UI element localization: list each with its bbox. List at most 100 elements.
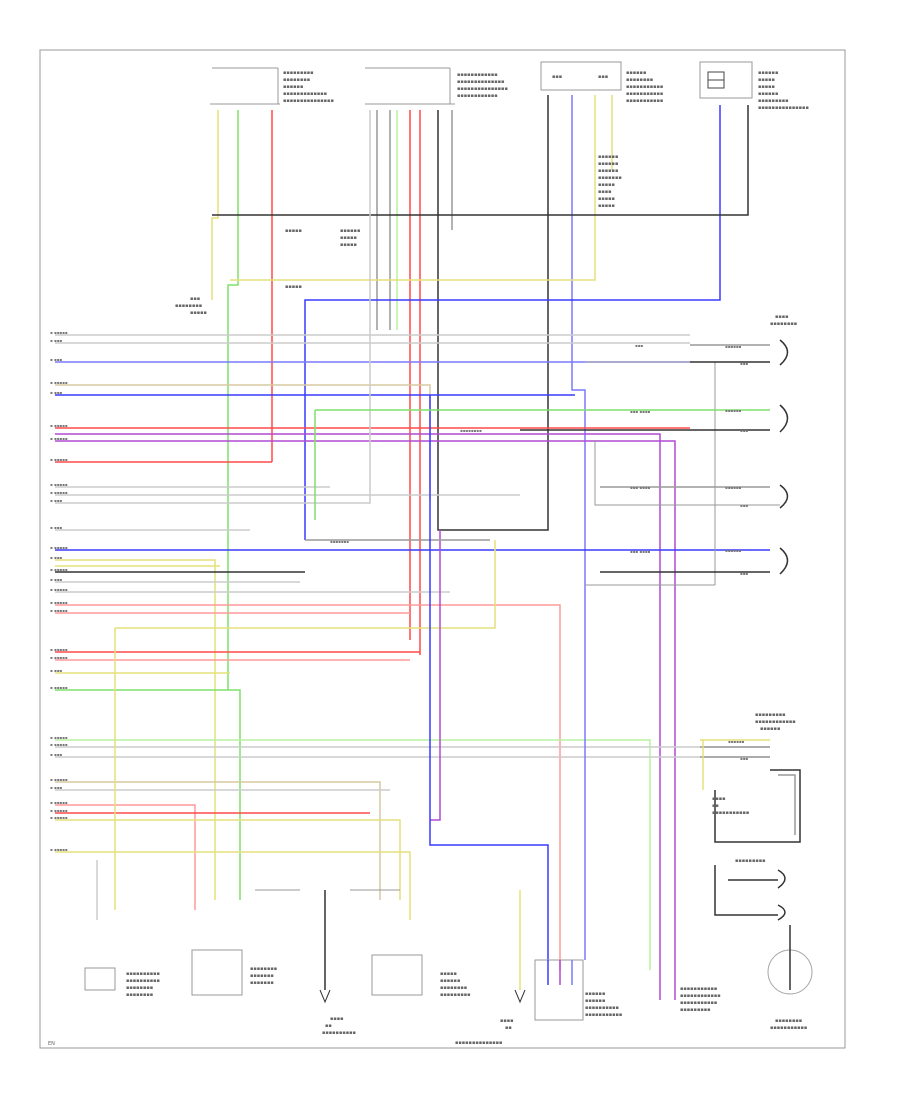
svg-text:▪▪▪▪▪: ▪▪▪▪▪ <box>340 242 357 248</box>
svg-text:▪▪▪▪▪▪: ▪▪▪▪▪▪ <box>626 70 646 76</box>
svg-text:▪▪▪▪▪▪▪▪▪▪▪: ▪▪▪▪▪▪▪▪▪▪▪ <box>626 91 663 97</box>
bottom-component-6: ▪▪▪▪▪▪▪▪▪▪▪ ▪▪▪▪▪▪▪▪▪▪▪▪ ▪▪▪▪▪▪▪▪▪▪▪ ▪▪▪… <box>680 986 721 1013</box>
svg-text:▪▪▪▪▪: ▪▪▪▪▪ <box>285 284 302 290</box>
svg-text:▪▪▪▪: ▪▪▪▪ <box>500 1018 514 1024</box>
svg-text:▪▪▪: ▪▪▪ <box>635 343 643 348</box>
top-labels: ▪▪▪▪▪ ▪▪▪▪▪▪ ▪▪▪▪▪ ▪▪▪▪▪ ▪▪▪ ▪▪▪▪▪▪▪▪ ▪▪… <box>175 154 622 316</box>
svg-text:▪▪▪▪▪▪▪▪▪▪▪: ▪▪▪▪▪▪▪▪▪▪▪ <box>626 98 663 104</box>
svg-text:▪ ▪▪▪: ▪ ▪▪▪ <box>50 390 62 395</box>
svg-text:▪▪▪▪▪▪: ▪▪▪▪▪▪ <box>725 344 742 349</box>
svg-text:▪▪▪▪▪▪: ▪▪▪▪▪▪ <box>725 548 742 553</box>
svg-text:▪ ▪▪▪: ▪ ▪▪▪ <box>50 752 62 757</box>
svg-text:▪▪▪▪▪▪▪▪▪▪: ▪▪▪▪▪▪▪▪▪▪ <box>322 1030 356 1036</box>
svg-text:▪ ▪▪▪▪▪: ▪ ▪▪▪▪▪ <box>50 655 68 660</box>
svg-text:▪▪▪▪▪▪▪▪▪▪▪: ▪▪▪▪▪▪▪▪▪▪▪ <box>680 1000 717 1006</box>
svg-text:▪ ▪▪▪▪▪: ▪ ▪▪▪▪▪ <box>50 545 68 550</box>
svg-text:▪▪▪▪▪▪▪▪▪▪▪▪▪: ▪▪▪▪▪▪▪▪▪▪▪▪▪ <box>283 91 327 97</box>
bottom-component-4: ▪▪▪▪▪ ▪▪▪▪▪▪ ▪▪▪▪▪▪▪▪ ▪▪▪▪▪▪▪▪▪ <box>371 954 471 998</box>
svg-text:▪▪▪▪▪: ▪▪▪▪▪ <box>598 182 615 188</box>
svg-text:▪ ▪▪▪▪▪: ▪ ▪▪▪▪▪ <box>50 808 68 813</box>
svg-text:▪▪▪▪▪▪▪▪▪▪▪: ▪▪▪▪▪▪▪▪▪▪▪ <box>680 986 717 992</box>
svg-text:▪▪▪▪▪▪: ▪▪▪▪▪▪ <box>758 91 778 97</box>
svg-text:▪▪▪ ▪▪▪▪: ▪▪▪ ▪▪▪▪ <box>630 549 651 554</box>
svg-text:▪▪▪▪▪▪▪▪▪▪▪: ▪▪▪▪▪▪▪▪▪▪▪ <box>770 1025 807 1031</box>
svg-text:▪▪▪▪▪▪: ▪▪▪▪▪▪ <box>725 485 742 490</box>
svg-text:▪ ▪▪▪▪▪: ▪ ▪▪▪▪▪ <box>50 647 68 652</box>
bottom-component-5: ▪▪▪▪▪▪ ▪▪▪▪▪▪ ▪▪▪▪▪▪▪▪▪▪ ▪▪▪▪▪▪▪▪▪▪▪ <box>534 959 622 1021</box>
svg-text:▪▪▪▪: ▪▪▪▪ <box>330 1016 344 1022</box>
svg-text:▪▪▪▪▪▪▪▪▪▪▪▪: ▪▪▪▪▪▪▪▪▪▪▪▪ <box>457 72 498 78</box>
svg-text:▪▪▪▪▪▪▪▪▪: ▪▪▪▪▪▪▪▪▪ <box>680 1007 711 1013</box>
svg-text:▪▪▪▪▪▪▪▪: ▪▪▪▪▪▪▪▪ <box>250 966 277 972</box>
svg-text:▪▪▪: ▪▪▪ <box>740 428 748 433</box>
svg-text:▪▪▪▪▪▪: ▪▪▪▪▪▪ <box>440 978 460 984</box>
svg-text:▪▪▪▪▪▪▪▪▪▪▪▪: ▪▪▪▪▪▪▪▪▪▪▪▪ <box>457 93 498 99</box>
vertical-wires <box>211 95 749 690</box>
svg-text:▪ ▪▪▪▪▪: ▪ ▪▪▪▪▪ <box>50 600 68 605</box>
svg-text:▪▪▪▪▪▪▪▪: ▪▪▪▪▪▪▪▪ <box>175 303 202 309</box>
svg-text:▪▪▪▪▪▪▪▪▪▪: ▪▪▪▪▪▪▪▪▪▪ <box>585 1005 619 1011</box>
svg-text:▪▪▪▪▪▪▪▪▪▪: ▪▪▪▪▪▪▪▪▪▪ <box>126 978 160 984</box>
svg-text:▪▪▪▪▪: ▪▪▪▪▪ <box>758 84 775 90</box>
svg-text:▪▪▪▪: ▪▪▪▪ <box>598 189 612 195</box>
svg-text:▪▪▪▪▪▪: ▪▪▪▪▪▪ <box>585 998 605 1004</box>
svg-text:▪▪▪▪▪▪▪▪: ▪▪▪▪▪▪▪▪ <box>775 1018 802 1024</box>
svg-text:▪▪▪▪▪▪▪▪▪▪▪▪▪▪▪: ▪▪▪▪▪▪▪▪▪▪▪▪▪▪▪ <box>457 86 508 92</box>
svg-text:▪▪▪▪▪▪▪▪: ▪▪▪▪▪▪▪▪ <box>126 992 153 998</box>
top-connector-2: ▪▪▪▪▪▪▪▪▪▪▪▪ ▪▪▪▪▪▪▪▪▪▪▪▪▪▪ ▪▪▪▪▪▪▪▪▪▪▪▪… <box>365 67 508 105</box>
svg-text:▪▪▪▪▪▪: ▪▪▪▪▪▪ <box>598 168 618 174</box>
svg-text:▪▪▪▪▪: ▪▪▪▪▪ <box>598 203 615 209</box>
bottom-ground: ▪▪▪▪ ▪▪ ▪▪▪▪▪▪▪▪▪▪▪▪▪▪ <box>455 989 526 1046</box>
right-injector-labels: ▪▪▪▪ ▪▪▪▪▪▪▪▪ ▪▪▪▪▪▪ ▪▪▪ ▪▪▪▪▪▪ ▪▪▪ ▪▪▪▪… <box>330 314 797 576</box>
svg-text:▪▪▪: ▪▪▪ <box>598 74 608 80</box>
svg-text:▪▪: ▪▪ <box>505 1025 512 1031</box>
svg-text:▪ ▪▪▪▪▪: ▪ ▪▪▪▪▪ <box>50 330 68 335</box>
svg-text:▪▪▪▪▪▪: ▪▪▪▪▪▪ <box>283 84 303 90</box>
svg-text:▪▪▪▪▪▪▪: ▪▪▪▪▪▪▪ <box>598 175 622 181</box>
svg-text:▪▪▪▪▪▪▪: ▪▪▪▪▪▪▪ <box>330 539 349 544</box>
svg-text:▪▪▪: ▪▪▪ <box>740 503 748 508</box>
svg-text:▪▪▪▪▪▪▪▪▪▪▪▪: ▪▪▪▪▪▪▪▪▪▪▪▪ <box>755 719 796 725</box>
svg-text:▪▪▪▪▪▪▪▪: ▪▪▪▪▪▪▪▪ <box>440 985 467 991</box>
svg-text:▪ ▪▪▪▪▪: ▪ ▪▪▪▪▪ <box>50 457 68 462</box>
svg-text:▪▪: ▪▪ <box>712 803 719 809</box>
svg-text:▪▪▪: ▪▪▪ <box>740 571 748 576</box>
right-lower-sensor <box>700 739 813 995</box>
svg-text:▪▪▪▪▪▪▪▪: ▪▪▪▪▪▪▪▪ <box>770 321 797 327</box>
svg-text:▪ ▪▪▪: ▪ ▪▪▪ <box>50 525 62 530</box>
svg-text:▪▪▪▪▪▪▪▪▪▪▪▪: ▪▪▪▪▪▪▪▪▪▪▪▪ <box>680 993 721 999</box>
svg-text:▪▪▪▪▪▪: ▪▪▪▪▪▪ <box>340 228 360 234</box>
svg-text:▪ ▪▪▪▪▪: ▪ ▪▪▪▪▪ <box>50 777 68 782</box>
svg-text:▪▪▪▪▪▪▪▪▪: ▪▪▪▪▪▪▪▪▪ <box>283 70 314 76</box>
svg-text:▪▪▪: ▪▪▪ <box>740 756 748 761</box>
horizontal-wires <box>55 110 770 1000</box>
svg-text:▪▪▪▪▪▪▪▪▪▪▪▪▪▪: ▪▪▪▪▪▪▪▪▪▪▪▪▪▪ <box>455 1040 502 1046</box>
svg-text:▪▪▪: ▪▪▪ <box>552 74 562 80</box>
svg-text:▪▪▪▪▪▪▪: ▪▪▪▪▪▪▪ <box>250 973 274 979</box>
svg-text:▪▪▪▪▪▪▪▪: ▪▪▪▪▪▪▪▪ <box>283 77 310 83</box>
right-lower-labels: ▪▪▪▪▪▪▪▪▪ ▪▪▪▪▪▪▪▪▪▪▪▪ ▪▪▪▪▪▪ ▪▪▪▪▪▪ ▪▪▪… <box>712 712 807 1031</box>
svg-text:▪ ▪▪▪▪▪: ▪ ▪▪▪▪▪ <box>50 567 68 572</box>
svg-text:▪ ▪▪▪▪▪: ▪ ▪▪▪▪▪ <box>50 800 68 805</box>
svg-text:▪▪▪▪▪▪: ▪▪▪▪▪▪ <box>598 161 618 167</box>
svg-text:▪ ▪▪▪▪▪: ▪ ▪▪▪▪▪ <box>50 685 68 690</box>
svg-text:▪ ▪▪▪▪▪: ▪ ▪▪▪▪▪ <box>50 423 68 428</box>
svg-text:▪▪▪▪▪▪▪▪▪: ▪▪▪▪▪▪▪▪▪ <box>440 992 471 998</box>
svg-text:▪▪▪▪▪▪▪▪▪▪▪: ▪▪▪▪▪▪▪▪▪▪▪ <box>712 810 749 816</box>
svg-text:▪▪▪▪▪▪: ▪▪▪▪▪▪ <box>728 739 745 744</box>
svg-text:▪▪▪▪▪: ▪▪▪▪▪ <box>285 228 302 234</box>
svg-text:▪▪▪: ▪▪▪ <box>740 361 748 366</box>
svg-text:▪▪▪▪▪▪: ▪▪▪▪▪▪ <box>758 70 778 76</box>
svg-text:▪ ▪▪▪▪▪: ▪ ▪▪▪▪▪ <box>50 608 68 613</box>
left-terminal-labels: ▪ ▪▪▪▪▪ ▪ ▪▪▪ ▪ ▪▪▪ ▪ ▪▪▪▪▪ ▪ ▪▪▪ ▪ ▪▪▪▪… <box>50 330 68 852</box>
bottom-component-3: ▪▪▪▪ ▪▪ ▪▪▪▪▪▪▪▪▪▪ <box>255 889 400 1036</box>
bottom-component-1: ▪▪▪▪▪▪▪▪▪▪ ▪▪▪▪▪▪▪▪▪▪ ▪▪▪▪▪▪▪▪ ▪▪▪▪▪▪▪▪ <box>84 967 160 998</box>
svg-text:▪ ▪▪▪: ▪ ▪▪▪ <box>50 785 62 790</box>
svg-text:▪▪▪: ▪▪▪ <box>190 296 200 302</box>
svg-text:▪▪▪▪▪: ▪▪▪▪▪ <box>340 235 357 241</box>
svg-text:▪▪▪▪▪: ▪▪▪▪▪ <box>440 971 457 977</box>
svg-text:▪▪▪▪▪▪▪▪▪: ▪▪▪▪▪▪▪▪▪ <box>735 858 766 864</box>
svg-text:▪▪▪▪▪: ▪▪▪▪▪ <box>190 310 207 316</box>
